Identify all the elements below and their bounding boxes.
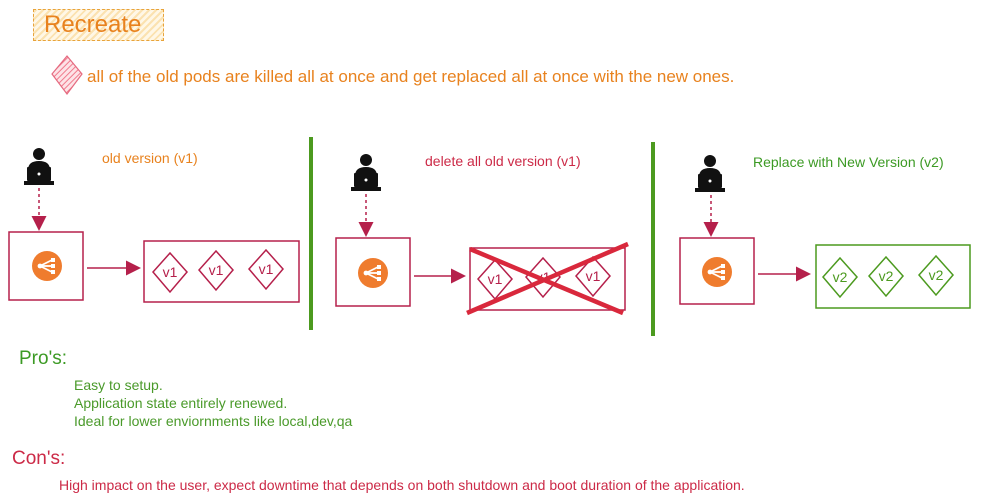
pods-box-1 <box>143 240 300 303</box>
delete-cross-icon <box>466 241 629 316</box>
pod-label: v1 <box>586 268 601 284</box>
pod-diamond-icon <box>822 256 858 299</box>
pod-diamond-icon <box>525 256 561 299</box>
service-box-1 <box>8 231 84 301</box>
pod-diamond-icon <box>868 255 904 298</box>
page-title: Recreate <box>44 11 142 38</box>
user-laptop-icon <box>24 148 54 185</box>
load-balancer-icon <box>32 251 62 281</box>
panel-label-delete: delete all old version (v1) <box>425 153 581 169</box>
load-balancer-icon <box>702 257 732 287</box>
pod-label: v1 <box>488 271 503 287</box>
panel-label-replace: Replace with New Version (v2) <box>753 154 944 170</box>
service-box-3 <box>679 237 755 305</box>
pod-diamond-icon <box>198 249 234 292</box>
service-box-2 <box>335 237 411 307</box>
page-description: all of the old pods are killed all at on… <box>87 67 735 86</box>
pod-label: v1 <box>163 264 178 280</box>
panel-label-old-version: old version (v1) <box>102 150 198 166</box>
pro-item: Ideal for lower enviornments like local,… <box>74 413 353 429</box>
con-item: High impact on the user, expect downtime… <box>59 477 745 493</box>
pro-item: Easy to setup. <box>74 377 163 393</box>
pros-title: Pro's: <box>19 348 67 369</box>
pod-label: v1 <box>259 261 274 277</box>
pod-label: v2 <box>929 267 944 283</box>
pods-box-3 <box>815 244 971 309</box>
pod-label: v1 <box>209 262 224 278</box>
pod-label: v2 <box>879 268 894 284</box>
load-balancer-icon <box>358 258 388 288</box>
pod-diamond-icon <box>575 255 611 298</box>
title-box <box>33 9 164 41</box>
user-laptop-icon <box>695 155 725 192</box>
pods-box-2 <box>469 247 626 311</box>
pod-label: v2 <box>833 269 848 285</box>
pod-diamond-icon <box>918 254 954 297</box>
user-laptop-icon <box>351 154 381 191</box>
pro-item: Application state entirely renewed. <box>74 395 288 411</box>
cons-title: Con's: <box>12 448 66 469</box>
pod-diamond-icon <box>248 248 284 291</box>
pod-diamond-icon <box>152 251 188 294</box>
